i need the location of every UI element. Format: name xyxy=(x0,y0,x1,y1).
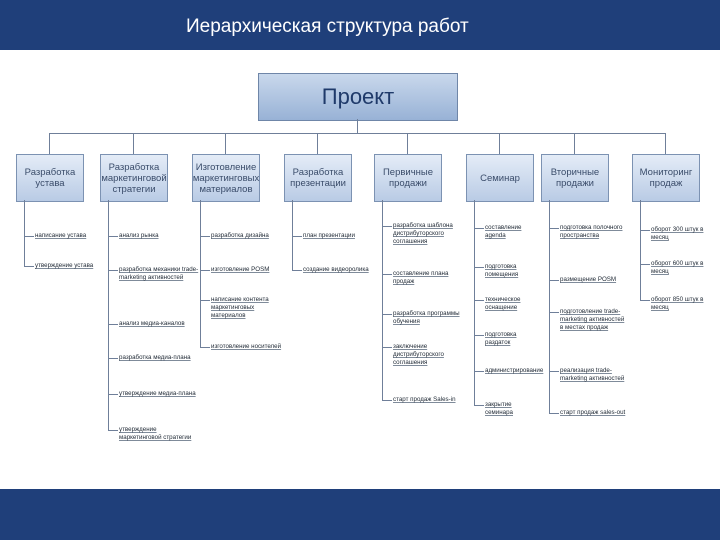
task-item: оборот 300 штук в месяц xyxy=(651,226,704,241)
task-item: подготовка раздаток xyxy=(485,331,517,346)
task-item: изготовление POSM xyxy=(211,266,270,273)
item-connector xyxy=(474,335,484,336)
column-node: Семинар xyxy=(466,154,534,202)
item-connector xyxy=(382,274,392,275)
task-item: старт продаж Sales-in xyxy=(393,396,456,403)
column-spine xyxy=(24,200,25,266)
column-spine xyxy=(549,200,550,413)
item-connector xyxy=(108,270,118,271)
task-item: старт продаж sales-out xyxy=(560,409,626,416)
item-connector xyxy=(549,312,559,313)
task-item: разработка программы обучения xyxy=(393,310,460,325)
item-connector xyxy=(474,267,484,268)
item-connector xyxy=(200,236,210,237)
column-connector xyxy=(317,133,318,154)
task-item: составление плана продаж xyxy=(393,270,449,285)
task-item: подготовка помещения xyxy=(485,263,519,278)
task-item: размещение POSM xyxy=(560,276,617,283)
item-connector xyxy=(474,300,484,301)
item-connector xyxy=(382,314,392,315)
task-item: план презентации xyxy=(303,232,355,239)
item-connector xyxy=(549,413,559,414)
item-connector xyxy=(474,371,484,372)
item-connector xyxy=(474,228,484,229)
bus-line xyxy=(49,133,665,134)
column-connector xyxy=(665,133,666,154)
item-connector xyxy=(200,300,210,301)
column-node: Изготовление маркетинговых материалов xyxy=(192,154,260,202)
item-connector xyxy=(640,230,650,231)
item-connector xyxy=(108,394,118,395)
task-item: администрирование xyxy=(485,367,544,374)
task-item: утверждение маркетинговой стратегии xyxy=(119,426,192,441)
task-item: разработка шаблона дистрибуторского согл… xyxy=(393,222,453,245)
item-connector xyxy=(200,347,210,348)
item-connector xyxy=(108,324,118,325)
task-item: утверждение медиа-плана xyxy=(119,390,196,397)
column-connector xyxy=(574,133,575,154)
task-item: техническое оснащение xyxy=(485,296,521,311)
task-item: разработка дизайна xyxy=(211,232,269,239)
item-connector xyxy=(549,228,559,229)
item-connector xyxy=(108,430,118,431)
column-connector xyxy=(499,133,500,154)
item-connector xyxy=(108,358,118,359)
task-item: подготовление trade-marketing активносте… xyxy=(560,308,625,331)
root-node: Проект xyxy=(258,73,458,121)
column-node: Вторичные продажи xyxy=(541,154,609,202)
task-item: создание видеоролика xyxy=(303,266,369,273)
column-spine xyxy=(292,200,293,270)
column-node: Первичные продажи xyxy=(374,154,442,202)
item-connector xyxy=(549,280,559,281)
item-connector xyxy=(292,270,302,271)
column-connector xyxy=(49,133,50,154)
footer-bar xyxy=(0,489,720,540)
header-bar xyxy=(0,0,720,50)
task-item: разработка медиа-плана xyxy=(119,354,191,361)
column-node: Разработка презентации xyxy=(284,154,352,202)
column-spine xyxy=(640,200,641,300)
task-item: составление agenda xyxy=(485,224,522,239)
slide-title: Иерархическая структура работ xyxy=(186,16,469,37)
column-node: Разработка устава xyxy=(16,154,84,202)
column-spine xyxy=(108,200,109,430)
item-connector xyxy=(474,405,484,406)
task-item: закрытие семинара xyxy=(485,401,513,416)
column-node: Разработка маркетинговой стратегии xyxy=(100,154,168,202)
item-connector xyxy=(549,371,559,372)
item-connector xyxy=(24,266,34,267)
item-connector xyxy=(292,236,302,237)
column-node: Мониторинг продаж xyxy=(632,154,700,202)
item-connector xyxy=(108,236,118,237)
task-item: реализация trade-marketing активностей xyxy=(560,367,625,382)
item-connector xyxy=(24,236,34,237)
item-connector xyxy=(640,264,650,265)
item-connector xyxy=(640,300,650,301)
column-spine xyxy=(474,200,475,405)
column-connector xyxy=(407,133,408,154)
task-item: изготовление носителей xyxy=(211,343,282,350)
column-connector xyxy=(225,133,226,154)
item-connector xyxy=(200,270,210,271)
item-connector xyxy=(382,400,392,401)
item-connector xyxy=(382,347,392,348)
task-item: утверждение устава xyxy=(35,262,94,269)
task-item: разработка механики trade-marketing акти… xyxy=(119,266,199,281)
column-spine xyxy=(200,200,201,347)
task-item: анализ медиа-каналов xyxy=(119,320,185,327)
task-item: анализ рынка xyxy=(119,232,159,239)
task-item: подготовка полочного пространства xyxy=(560,224,623,239)
root-connector xyxy=(357,119,358,133)
task-item: заключение дистрибуторского соглашения xyxy=(393,343,444,366)
column-spine xyxy=(382,200,383,400)
task-item: оборот 850 штук в месяц xyxy=(651,296,704,311)
item-connector xyxy=(382,226,392,227)
column-connector xyxy=(133,133,134,154)
task-item: написание контента маркетинговых материа… xyxy=(211,296,269,319)
task-item: оборот 600 штук в месяц xyxy=(651,260,704,275)
task-item: написание устава xyxy=(35,232,87,239)
